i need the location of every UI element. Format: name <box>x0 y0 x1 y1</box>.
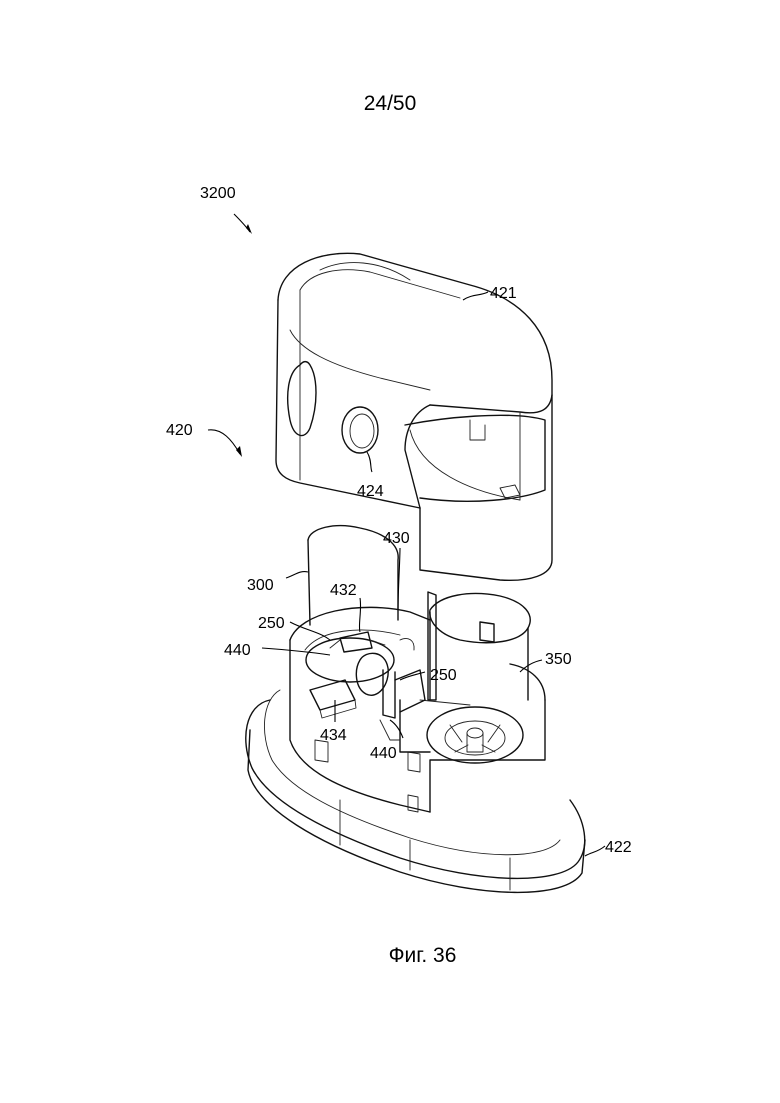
label-434: 434 <box>320 727 347 744</box>
label-430: 430 <box>383 530 410 547</box>
label-440b: 440 <box>370 745 397 762</box>
label-440a: 440 <box>224 642 251 659</box>
label-421: 421 <box>490 285 517 302</box>
label-432: 432 <box>330 582 357 599</box>
cap-421 <box>276 253 552 580</box>
mechanism <box>306 632 425 740</box>
lower-housing <box>290 607 545 812</box>
label-424: 424 <box>357 483 384 500</box>
label-250a: 250 <box>258 615 285 632</box>
label-420: 420 <box>166 422 193 439</box>
base-422 <box>246 690 585 892</box>
figure-caption: Фиг. 36 <box>0 944 780 968</box>
label-250b: 250 <box>430 667 457 684</box>
reference-labels: 3200 421 420 424 430 300 432 250 440 250… <box>166 185 632 856</box>
label-350: 350 <box>545 651 572 668</box>
label-300: 300 <box>247 577 274 594</box>
label-3200: 3200 <box>200 185 236 202</box>
label-422: 422 <box>605 839 632 856</box>
